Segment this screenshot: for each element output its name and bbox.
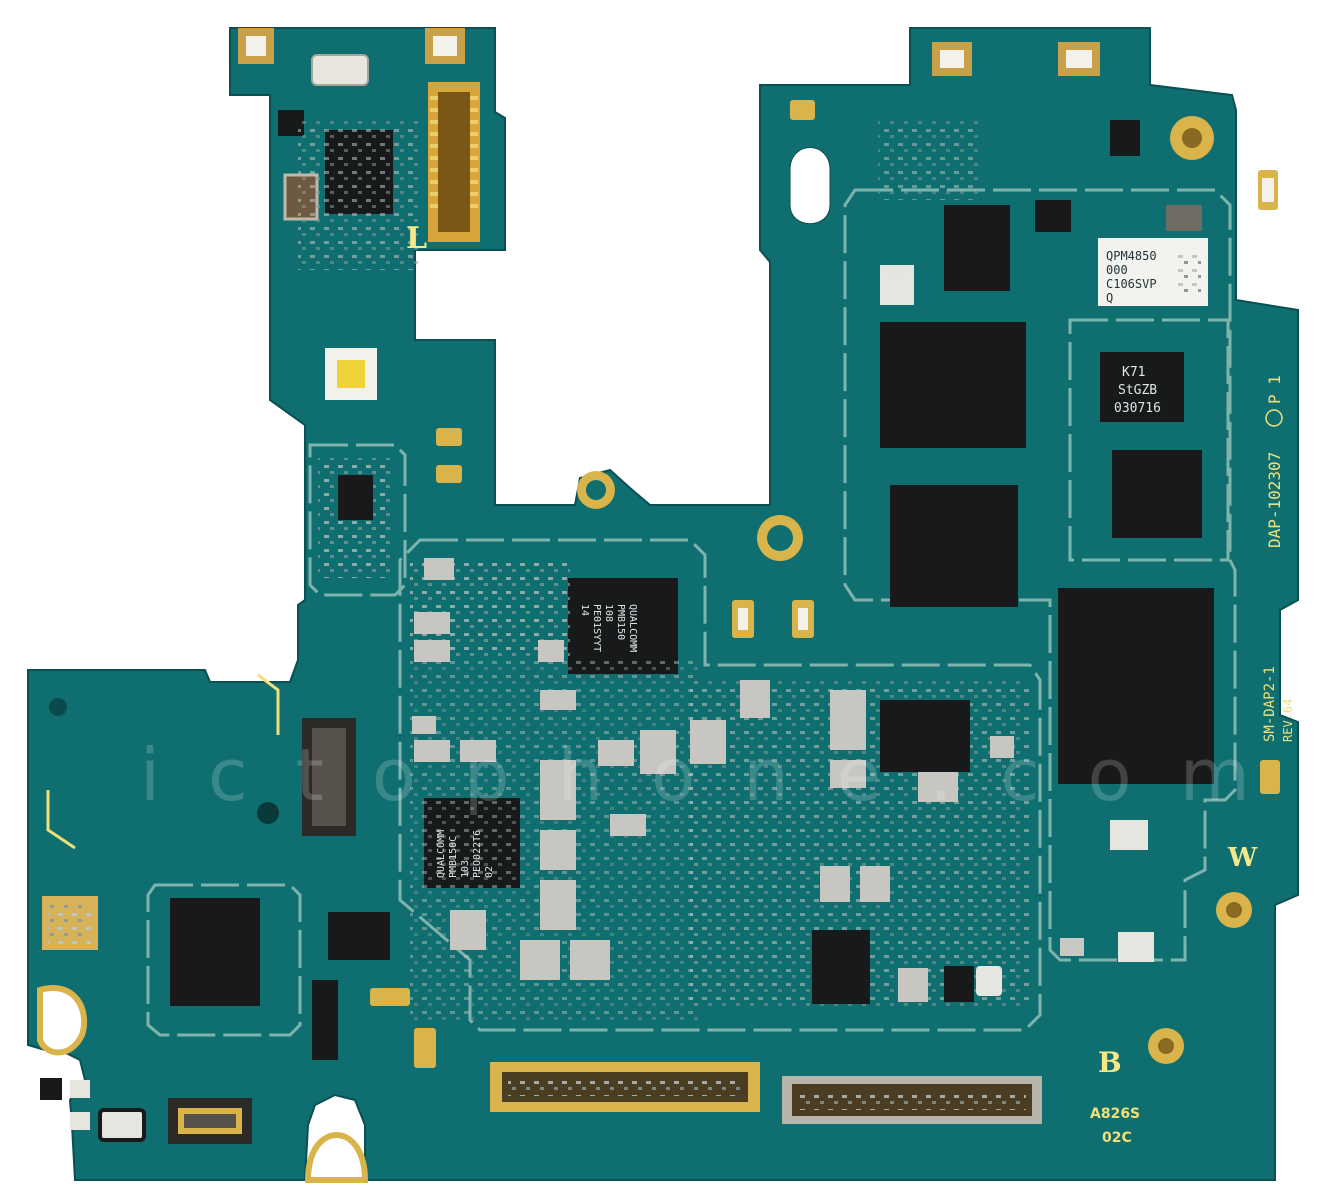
- connector-pad: [1260, 760, 1280, 794]
- board-code-line-2: 02C: [1102, 1130, 1132, 1146]
- silkscreen-letter-l: L: [406, 221, 427, 256]
- top-right-module: [790, 42, 1278, 305]
- k71-line-3: 030716: [1114, 401, 1161, 416]
- board-cutout-slot: [789, 147, 831, 225]
- edge-notch: [37, 985, 88, 1056]
- k71-line-1: K71: [1122, 365, 1145, 380]
- mounting-hole: [49, 698, 67, 716]
- screw-hole: [767, 525, 793, 551]
- pmb150-chip: [568, 578, 678, 674]
- dap-label: DAP-102307: [1265, 452, 1284, 548]
- rev-label: REV.64: [1281, 699, 1295, 742]
- left-module: [40, 673, 436, 1144]
- memory-chip: [880, 322, 1026, 448]
- chip: [1112, 450, 1202, 538]
- processor-chip: [1058, 588, 1214, 784]
- small-code-004: 004: [890, 269, 905, 278]
- model-label: SM-DAP2-1: [1262, 666, 1278, 742]
- silkscreen-letter-b: B: [1098, 1046, 1122, 1079]
- dap-label-group: DAP-102307 P 1: [1265, 375, 1284, 548]
- qpm-line-1: QPM4850: [1106, 249, 1157, 263]
- component-field: [410, 558, 1030, 1020]
- memory-chip: [890, 485, 1018, 607]
- pmb150-text: QUALCOMM PMB150 108 PE01SYYT 14: [579, 604, 638, 652]
- pmb150-line-2: PMB150: [615, 604, 626, 640]
- small-qr-label: [1110, 820, 1148, 850]
- small-qr-label: [1118, 932, 1154, 962]
- dap-suffix: P 1: [1265, 375, 1284, 404]
- edge-notch: [304, 1132, 369, 1183]
- pmb150-line-3: 108: [603, 604, 614, 622]
- qpm-line-2: 000: [1106, 263, 1128, 277]
- top-left-module: [238, 28, 480, 578]
- pmb150-line-4: PE01SYYT: [591, 604, 602, 652]
- model-label-group: SM-DAP2-1: [1262, 666, 1278, 742]
- qpm-line-4: Q: [1106, 291, 1113, 305]
- board-code-line-1: A826S: [1090, 1106, 1140, 1122]
- qpm-line-3: C106SVP: [1106, 277, 1157, 291]
- watermark: ictophone.com: [140, 733, 1298, 817]
- rev-label-group: REV.64: [1281, 699, 1295, 742]
- k71-chip: [1100, 352, 1184, 422]
- qpm4850-chip-qr: [1175, 250, 1201, 296]
- k71-line-2: StGZB: [1118, 383, 1157, 398]
- silkscreen-letter-w: W: [1227, 843, 1258, 873]
- mounting-hole: [257, 802, 279, 824]
- bottom-connectors: [490, 1062, 1042, 1124]
- pmb150-line-5: 14: [579, 604, 590, 616]
- screw-hole: [586, 480, 606, 500]
- pmb150-line-1: QUALCOMM: [627, 604, 638, 652]
- component: [1060, 938, 1084, 956]
